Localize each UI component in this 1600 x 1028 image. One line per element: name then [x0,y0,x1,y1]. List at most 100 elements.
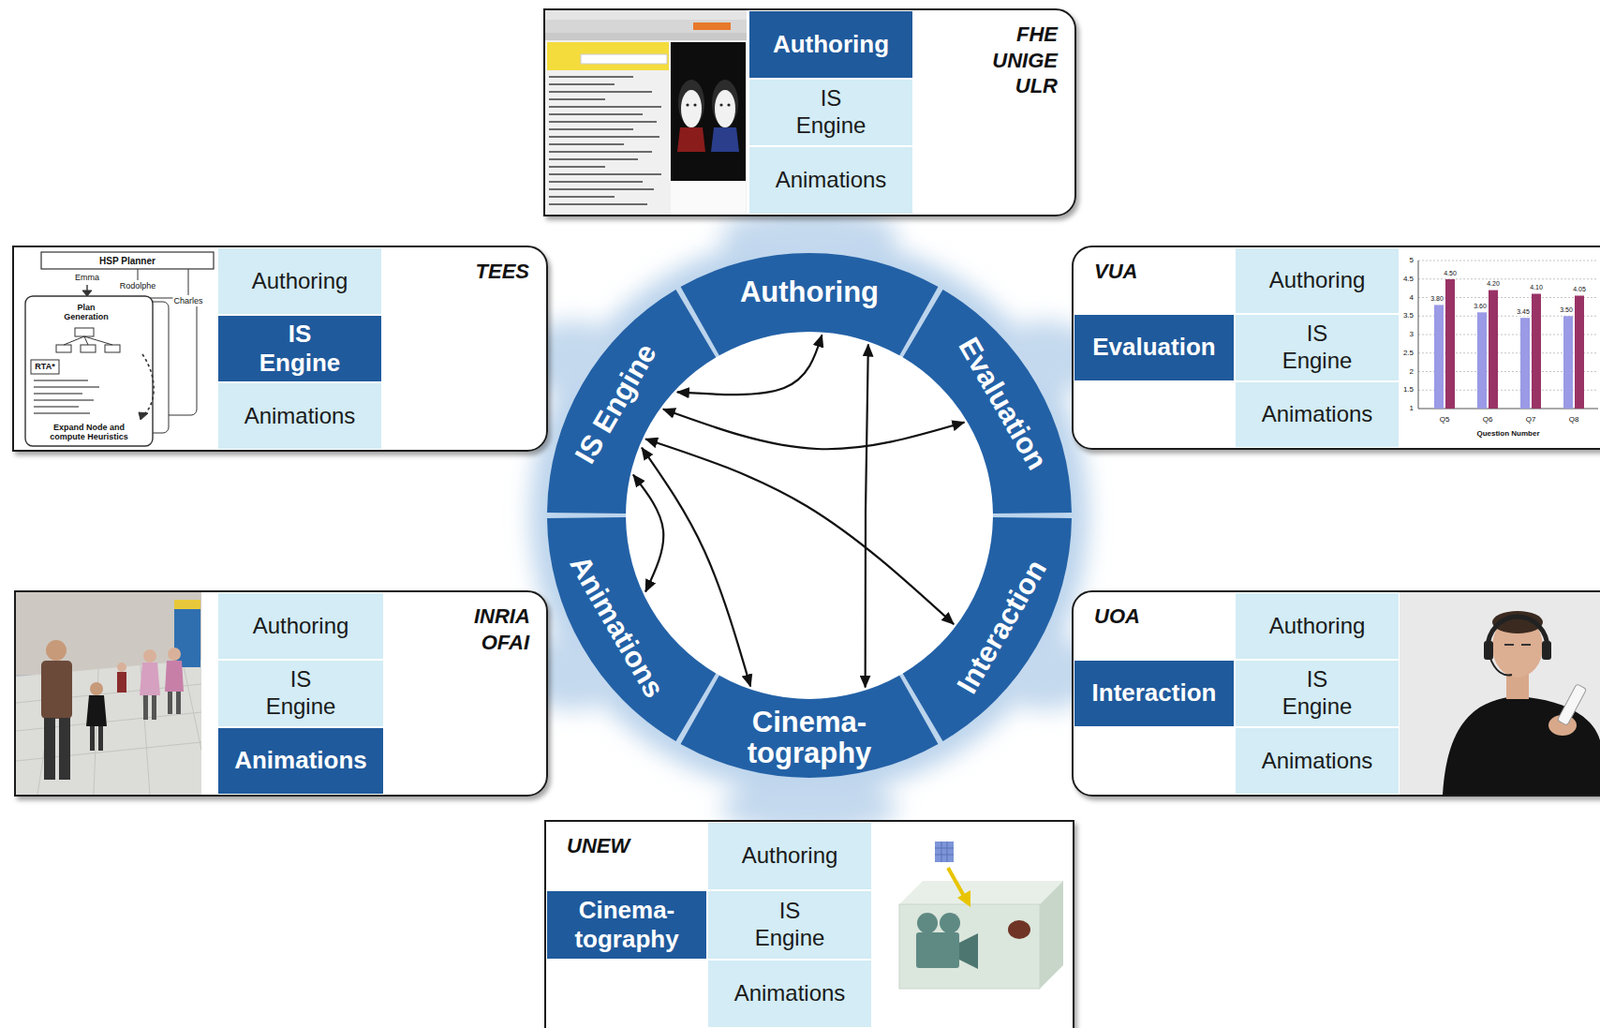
ring-segment: Interaction [900,514,1073,744]
module-cell: Authoring [217,247,383,315]
module-label: IS Engine [796,85,867,140]
evaluation-bar-chart [1418,260,1599,409]
chart-label: 4.5 [1402,274,1415,283]
user-photo-part [1399,592,1600,795]
chart-label: 1.5 [1402,385,1415,395]
authoring-tool-screenshot-part [545,19,747,33]
camera-planning-figure-part [948,867,965,898]
virtual-scene-screenshot-part [98,725,104,751]
ring-segment: Authoring [676,251,943,358]
planner-flowchart-part [30,359,60,374]
module-cell: IS Engine [748,78,914,148]
planner-flowchart-part [74,327,94,337]
authoring-tool-screenshot-part [545,10,747,215]
figure-label: Emma [74,273,101,283]
camera-planning-figure-part [959,933,978,969]
partner-panel: VUAEvaluationAuthoringIS EngineAnimation… [1071,245,1600,450]
chart-label: 3 [1408,330,1415,340]
panel-ground-part [1071,590,1600,797]
authoring-tool-screenshot-part [548,76,662,205]
authoring-tool-screenshot-part [681,89,702,128]
user-photo-part [1541,640,1552,660]
user-photo-part [1556,683,1586,726]
module-cell: IS Engine [217,659,385,727]
virtual-scene-screenshot-part [143,649,157,663]
virtual-scene-screenshot-part [45,639,67,661]
evaluation-bar-chart-part [1418,260,1599,409]
user-photo-part [1489,655,1512,675]
chart-label: Q7 [1525,415,1538,425]
module-cell: Animations [217,726,385,795]
panel-ground-part [1071,245,1600,450]
virtual-scene-screenshot-part [176,691,181,714]
link-arrow [645,438,954,624]
chart-label: 3.5 [1402,311,1415,321]
evaluation-bar-chart-part [1477,311,1487,409]
chart-label: Question Number [1475,429,1541,439]
ring-segment: Evaluation [900,286,1073,517]
user-photo-part [1504,643,1531,646]
authoring-tool-screenshot-part [677,127,706,152]
planner-flowchart-part [56,344,72,353]
link-arrow [865,344,869,688]
virtual-scene-screenshot-part [15,659,202,795]
module-label: IS Engine [755,897,826,952]
planner-flowchart-part [63,336,113,345]
ring-segment: IS Engine [546,286,719,518]
module-cell: Animations [748,146,914,215]
authoring-tool-screenshot [545,10,747,215]
chart-label: Q5 [1438,415,1452,425]
link-arrow [663,409,965,450]
chart-label: 1 [1408,404,1415,414]
authoring-tool-screenshot-part [547,42,669,71]
module-label: IS Engine [266,666,337,721]
module-cell: Authoring [217,592,385,660]
module-label: Animations [244,402,356,430]
module-label: Interaction [1092,678,1217,708]
evaluation-bar-chart-part [1520,317,1530,409]
virtual-scene-screenshot-part [164,660,184,692]
module-cell: IS Engine [707,889,873,959]
partner-name-slot: UNEW [566,832,630,860]
camera-planning-figure-part [1007,919,1031,939]
authoring-tool-screenshot-part [714,89,736,128]
authoring-tool-screenshot-part [711,127,740,152]
module-cell: Evaluation [1073,313,1235,381]
planner-flowchart-part [82,290,92,297]
chart-label: 3.50 [1558,306,1574,314]
camera-planning-figure-part [934,841,954,862]
module-cell: Animations [1234,381,1400,448]
module-cell: Animations [1234,726,1400,795]
partner-name-slot: TEES [475,258,530,285]
module-label: Authoring [772,29,889,60]
partner-name-slot: INRIA OFAI [474,603,530,655]
module-label: IS Engine [1282,320,1353,375]
chart-label: 2.5 [1402,348,1415,357]
partner-name: UOA [1094,603,1141,630]
authoring-tool-screenshot-part [678,79,705,127]
camera-planning-figure-part [1039,880,1064,989]
chart-label: 3.80 [1429,295,1445,303]
module-label: Authoring [251,267,349,296]
figure-label: Rodolphe [118,281,158,292]
authoring-tool-screenshot-part [711,79,739,127]
module-label: Authoring [1269,612,1366,640]
virtual-scene-screenshot-part [143,695,149,720]
figure-label: Expand Node and compute Heuristics [39,423,140,443]
partner-name: VUA [1094,258,1138,285]
chart-label: 5 [1408,256,1415,266]
virtual-scene-screenshot-part [89,681,104,696]
module-cell: Authoring [707,821,873,890]
partner-panel: INRIA OFAI Authoring IS EngineAnimations [14,590,549,797]
figure-label: Charles [172,296,204,307]
planner-flowchart-part [142,354,154,415]
evaluation-bar-chart-part [1434,304,1444,409]
module-cell: Interaction [1073,659,1235,727]
planner-flowchart-part [33,380,100,414]
ring-segment: Animations [546,514,720,744]
camera-planning-figure-part [899,880,1064,904]
module-cell: Animations [707,959,873,1028]
figure-label: RTA* [33,362,56,372]
module-label: Authoring [252,612,350,640]
authoring-tool-screenshot-part [726,103,730,106]
